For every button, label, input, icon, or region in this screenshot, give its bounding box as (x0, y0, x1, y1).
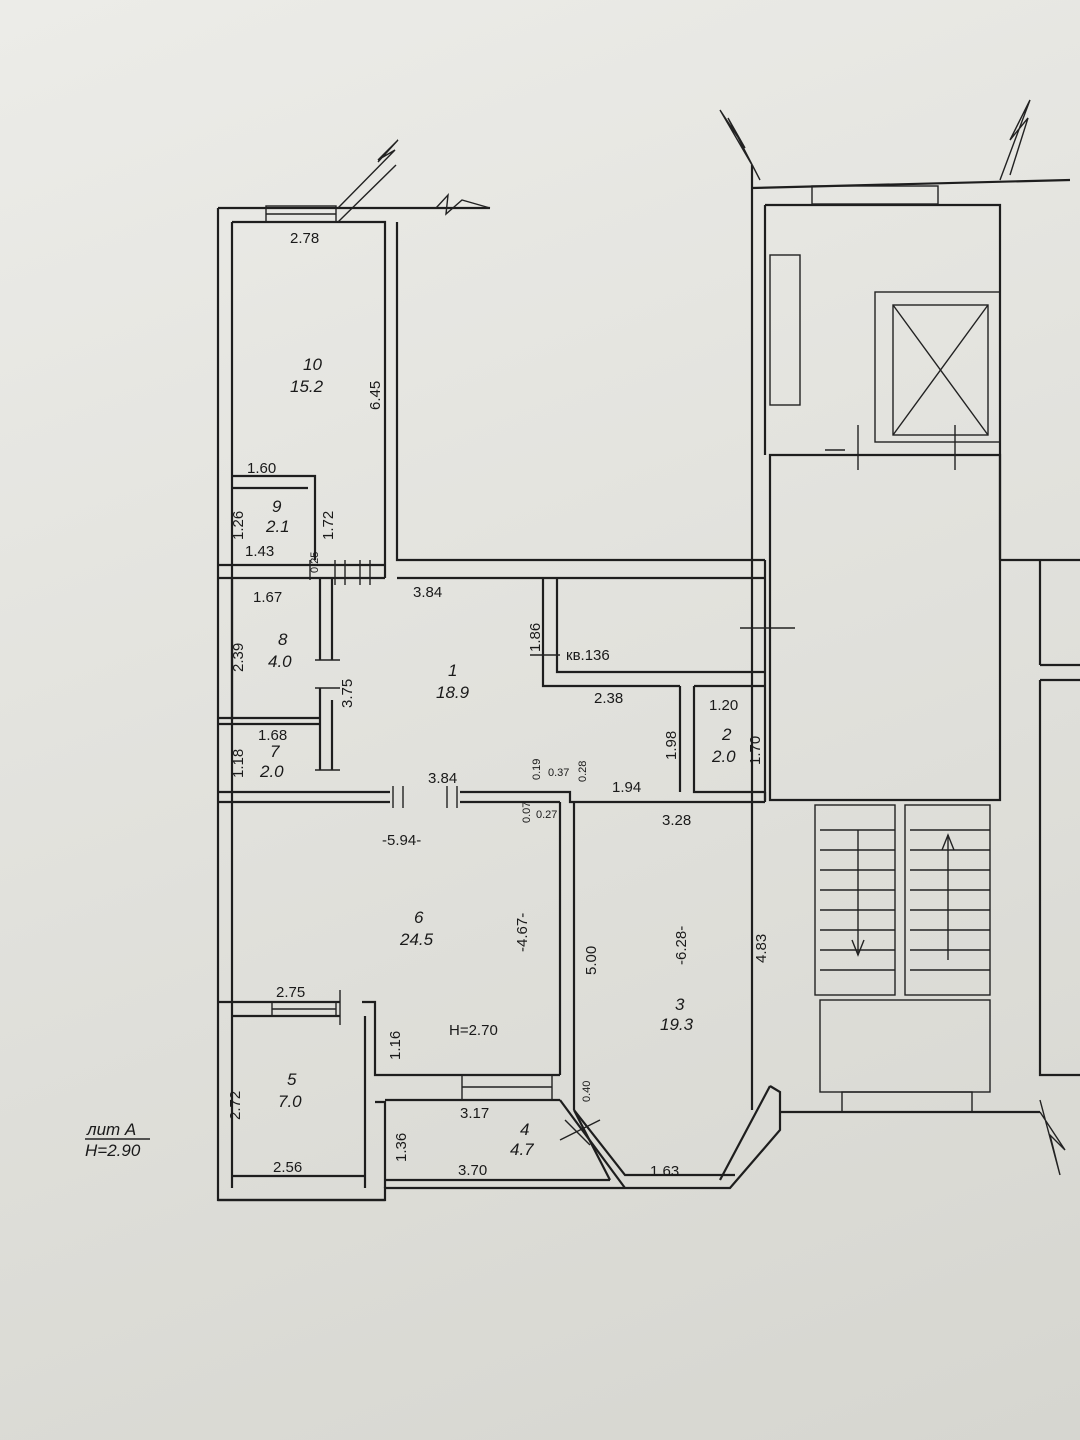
room-area: 4.0 (268, 652, 292, 671)
dim-label: 3.75 (339, 679, 356, 708)
litera-label: лит А (86, 1120, 136, 1139)
room-number: 8 (278, 630, 288, 649)
dim-label: 1.67 (253, 589, 282, 606)
room-area: 7.0 (278, 1092, 302, 1111)
dim-label: 3.70 (458, 1162, 487, 1179)
dim-label: 0.28 (577, 761, 589, 782)
room-area: 24.5 (399, 930, 434, 949)
dim-label: 3.84 (413, 584, 442, 601)
sheet-legend: лит А H=2.90 (85, 1120, 150, 1160)
room-number: 2 (721, 725, 732, 744)
dim-label: 3.28 (662, 812, 691, 829)
room-area: 15.2 (290, 377, 324, 396)
dimension-labels: 2.78 6.45 10 15.2 1.60 1.26 9 2.1 1.72 1… (227, 230, 770, 1180)
dim-label: 1.98 (663, 731, 680, 760)
dim-label: -6.28- (673, 926, 690, 965)
room-number: 5 (287, 1070, 297, 1089)
dim-label: 1.68 (258, 727, 287, 744)
room-number: 10 (303, 355, 322, 374)
internal-walls (218, 474, 771, 1202)
dim-label: 2.75 (276, 984, 305, 1001)
dim-label: 1.86 (527, 623, 544, 652)
dim-label: 3.84 (428, 770, 457, 787)
dim-label: 5.00 (583, 946, 600, 975)
room-area: 2.0 (259, 762, 284, 781)
dim-label: 2.78 (290, 230, 319, 247)
dim-label: 2.72 (227, 1091, 244, 1120)
door-marks (309, 560, 795, 1146)
dim-label: 1.60 (247, 460, 276, 477)
dim-label: 3.17 (460, 1105, 489, 1122)
dim-label: 4.83 (753, 934, 770, 963)
room-area: 2.0 (711, 747, 736, 766)
dim-label: 1.94 (612, 779, 641, 796)
room-number: 6 (414, 908, 424, 927)
room-area: 18.9 (436, 683, 470, 702)
dim-label: 6.45 (367, 381, 384, 410)
room-number: 9 (272, 497, 282, 516)
room-number: 4 (520, 1120, 529, 1139)
dim-label: 1.36 (393, 1133, 410, 1162)
dim-label: 1.26 (230, 511, 247, 540)
ceiling-height: H=2.70 (449, 1022, 498, 1039)
dim-label: 2.38 (594, 690, 623, 707)
room-area: 19.3 (660, 1015, 694, 1034)
dim-label: 0.40 (581, 1081, 593, 1102)
stair-core (719, 99, 1080, 1176)
dim-label: 0.27 (536, 809, 557, 821)
stair-steps (820, 829, 990, 971)
apartment-number: кв.136 (566, 647, 610, 664)
dim-label: 1.63 (650, 1163, 679, 1180)
room-number: 7 (270, 742, 280, 761)
room-number: 3 (675, 995, 685, 1014)
room-area: 2.1 (265, 517, 290, 536)
dim-label: 1.43 (245, 543, 274, 560)
dim-label: 2.56 (273, 1159, 302, 1176)
dim-label: 1.72 (320, 511, 337, 540)
dim-label: 0.19 (531, 759, 543, 780)
room-area: 4.7 (510, 1140, 534, 1159)
dim-label: 1.18 (230, 749, 247, 778)
dim-label: 0.07 (521, 802, 533, 823)
dim-label: 0.37 (548, 767, 569, 779)
dim-label: -4.67- (514, 913, 531, 952)
dim-label: 0.25 (309, 552, 321, 573)
dim-label: 1.20 (709, 697, 738, 714)
room-number: 1 (448, 661, 457, 680)
dim-label: -5.94- (382, 832, 421, 849)
building-height: H=2.90 (85, 1141, 141, 1160)
apartment-walls (216, 139, 782, 1202)
dim-label: 2.39 (230, 643, 247, 672)
dim-label: 1.16 (387, 1031, 404, 1060)
dim-label: 1.70 (747, 736, 764, 765)
